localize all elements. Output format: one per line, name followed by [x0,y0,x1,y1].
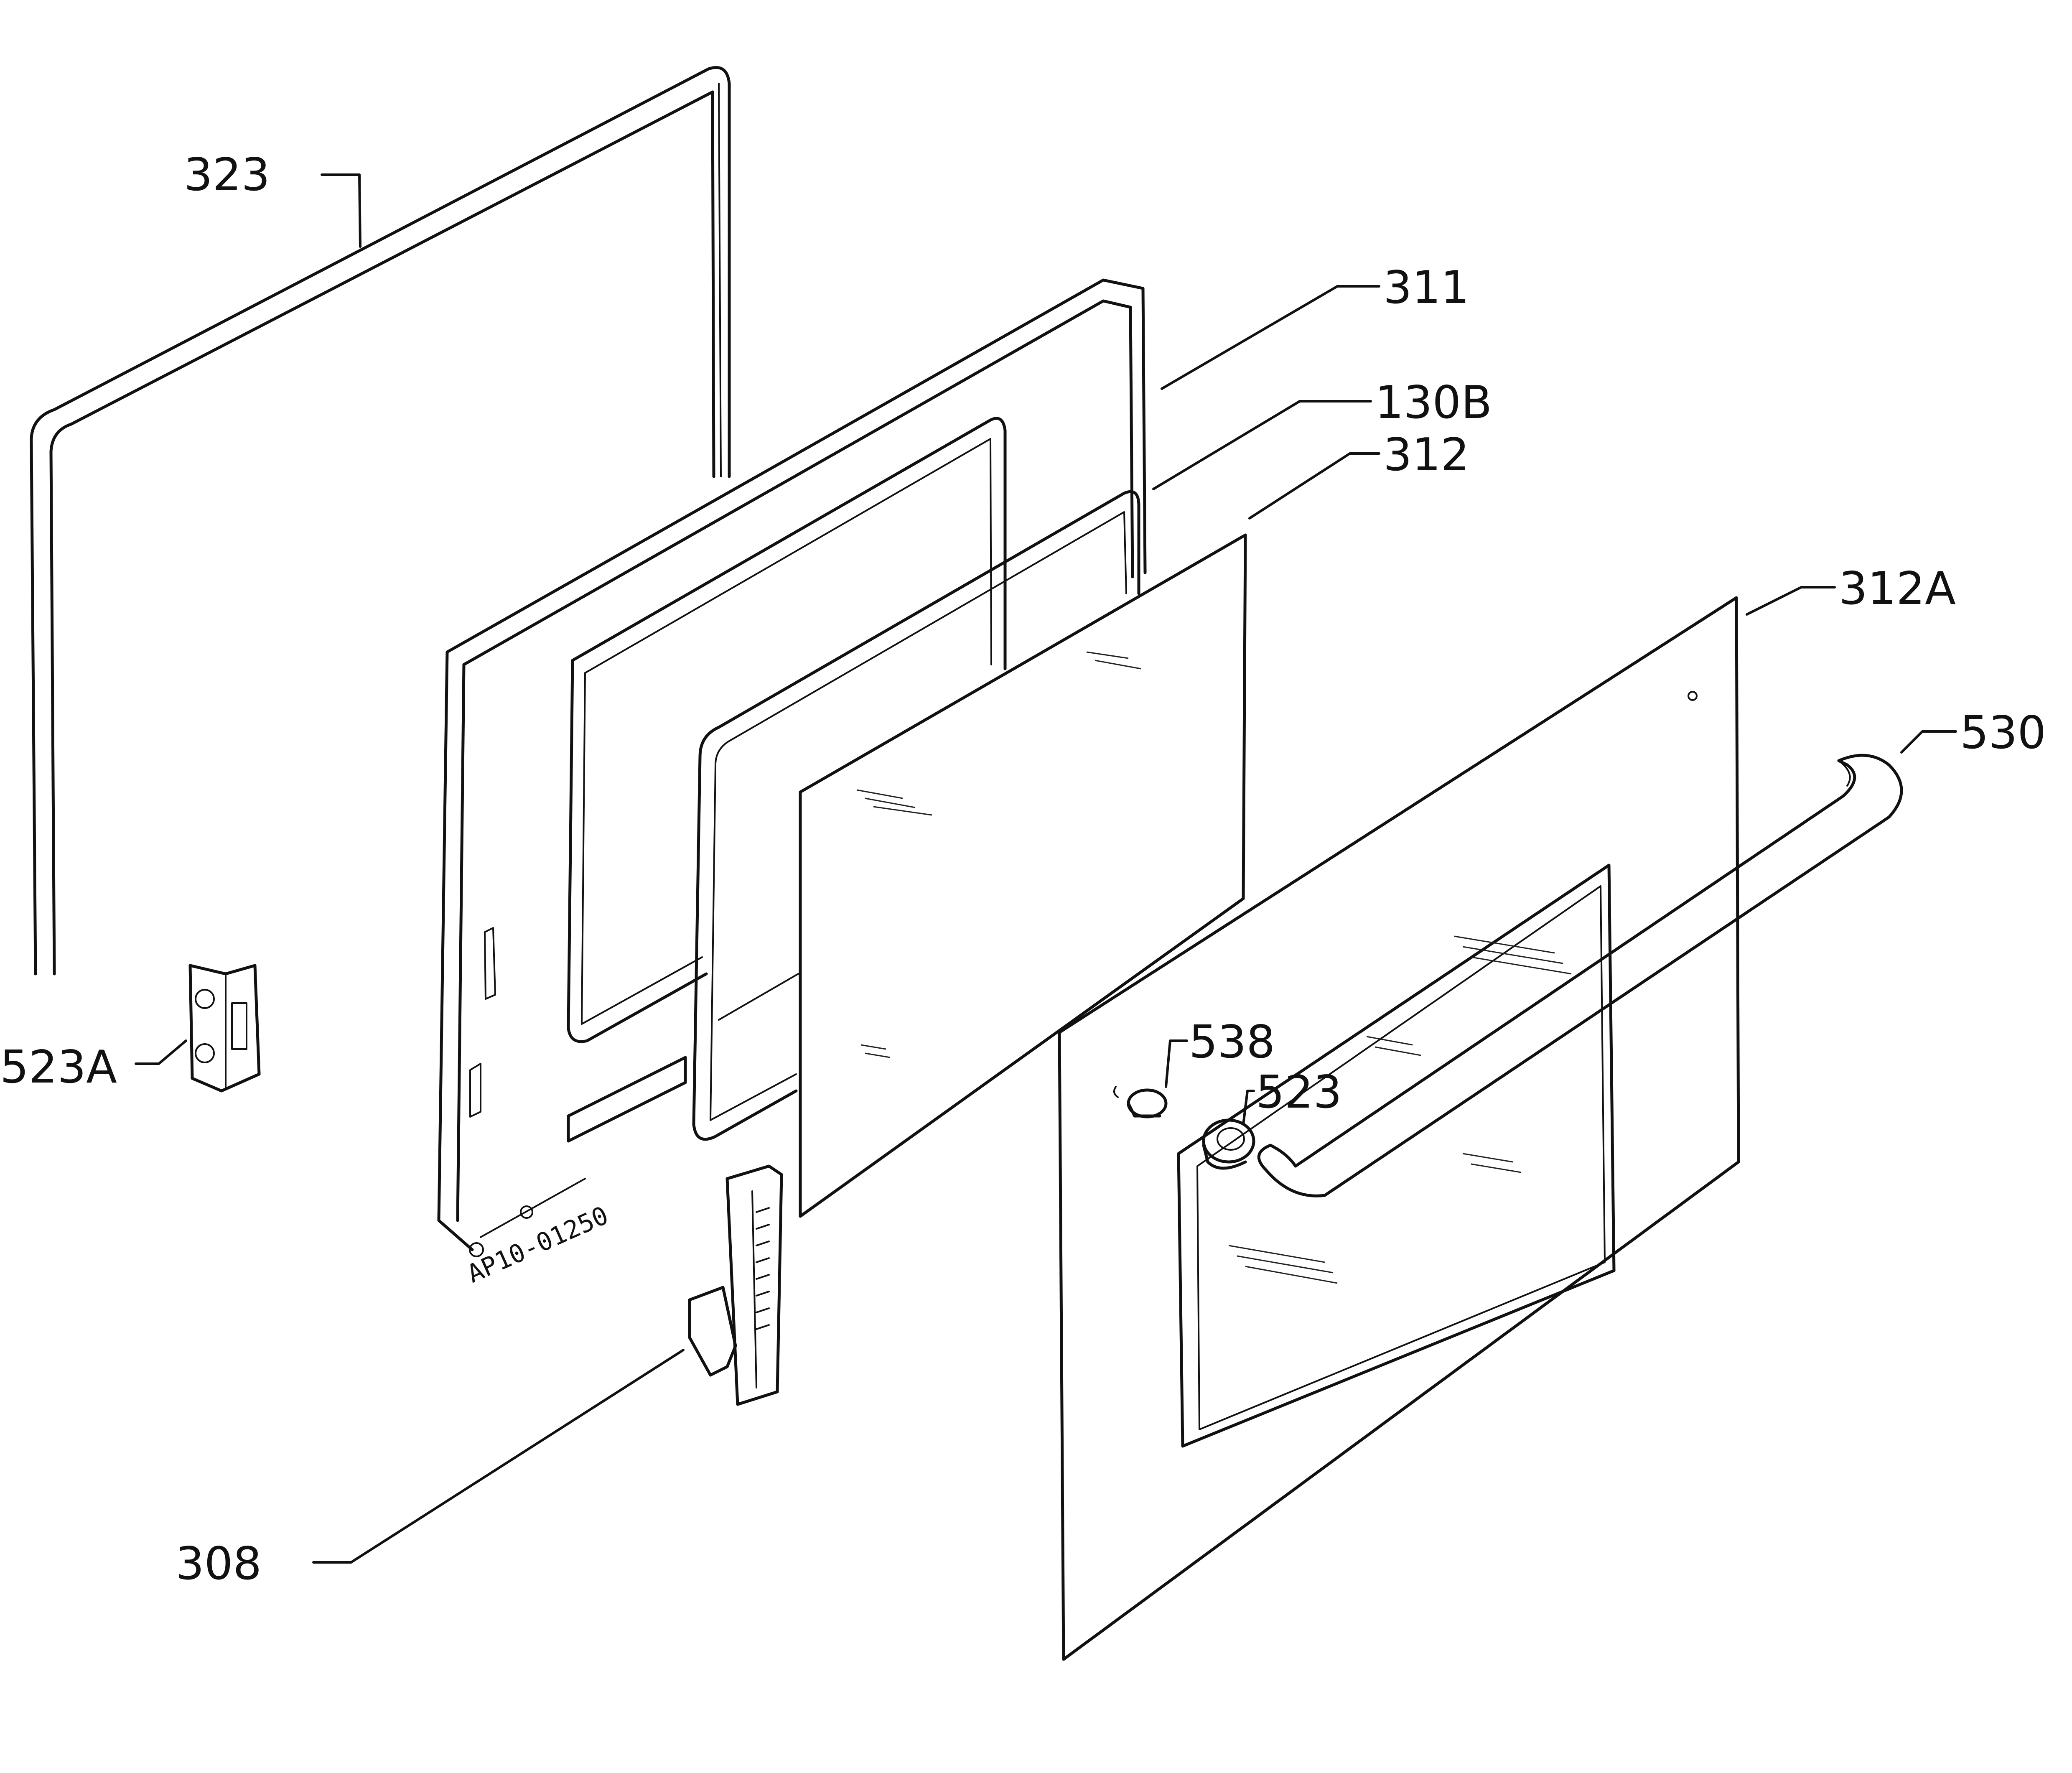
door-gasket-323 [30,66,731,976]
label-538: 538 [1189,1016,1275,1068]
bushing-523 [1202,1118,1255,1170]
label-523: 523 [1256,1066,1342,1118]
label-311: 311 [1383,262,1469,314]
leader-530 [1900,730,1957,754]
leader-312 [1248,452,1380,520]
label-530: 530 [1960,707,2046,759]
leader-308 [312,1349,685,1564]
hinge-catch-523a [188,964,261,1093]
door-hinge-308 [688,1164,783,1406]
door-handle-530 [1257,754,1903,1197]
label-523a: 523A [0,1041,117,1093]
label-312a: 312A [1839,563,1956,615]
label-308: 308 [176,1538,262,1590]
leader-312a [1746,586,1836,616]
inner-glass-panel-312 [799,533,1247,1218]
label-130b: 130B [1375,377,1492,429]
leader-538 [1165,1039,1188,1088]
inner-door-frame-311 [437,278,1147,1257]
outer-door-glass-312a [1058,596,1740,1661]
leader-311 [1161,285,1380,390]
leader-523a [135,1039,187,1065]
leader-lines [135,173,1957,1564]
label-323: 323 [184,149,270,201]
leader-323 [321,173,361,248]
label-312: 312 [1383,429,1469,481]
leader-523 [1242,1090,1255,1126]
cap-538 [1113,1086,1168,1118]
drawing-code: AP10-01250 [463,1201,613,1289]
leader-130b [1152,400,1372,490]
inner-glass-seal-130b [692,490,1140,1141]
